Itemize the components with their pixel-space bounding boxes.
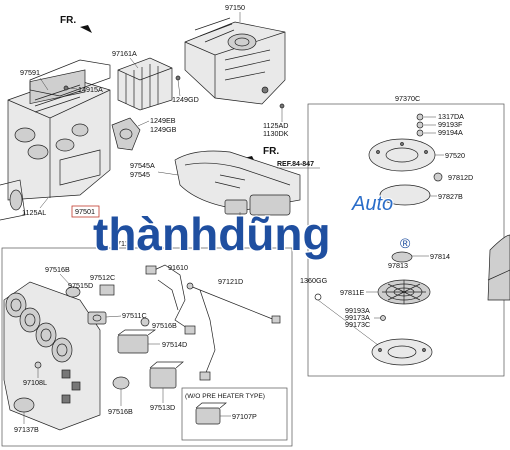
watermark-registered-mark: ® bbox=[400, 235, 411, 251]
partial-part-offscreen bbox=[487, 234, 510, 301]
part-label: 99193F bbox=[438, 120, 463, 129]
part-label: 97161A bbox=[112, 49, 137, 58]
knob-plate bbox=[368, 138, 436, 172]
part-label: 97512C bbox=[90, 273, 115, 282]
screw-set bbox=[416, 113, 424, 137]
resistor-97514D bbox=[117, 329, 157, 354]
part-label: 1249GB bbox=[150, 125, 177, 134]
part-label: 97545A bbox=[130, 161, 155, 170]
part-label: 97513D bbox=[150, 403, 175, 412]
part-label: 97545 bbox=[130, 170, 150, 179]
part-label: 97591 bbox=[20, 68, 40, 77]
blower-motor-assembly bbox=[184, 12, 286, 105]
part-label: 97813 bbox=[388, 261, 408, 270]
gasket-part bbox=[379, 184, 431, 206]
part-label: 97811E bbox=[340, 288, 364, 297]
part-label: 1249EB bbox=[150, 116, 176, 125]
actuator-cap bbox=[65, 286, 81, 298]
part-label: 97516B bbox=[152, 321, 177, 330]
part-label: 97515D bbox=[68, 281, 93, 290]
gear-part bbox=[377, 279, 431, 305]
part-label: 97107P bbox=[232, 412, 257, 421]
part-label: 14915A bbox=[78, 85, 103, 94]
part-label: 1360GG bbox=[300, 276, 328, 285]
part-label: 97108L bbox=[23, 378, 47, 387]
reference-label: REF.84-847 bbox=[277, 161, 314, 168]
part-label: 1125AD bbox=[263, 121, 288, 130]
knob-part bbox=[13, 397, 35, 413]
part-label: 1249GD bbox=[172, 95, 199, 104]
lamp-part bbox=[391, 251, 413, 263]
variant-box-title: (W/O PRE HEATER TYPE) bbox=[185, 393, 265, 400]
variant-box bbox=[181, 387, 288, 441]
wiring-harness-91610 bbox=[145, 264, 216, 381]
highlight-box bbox=[71, 205, 100, 218]
base-mount bbox=[371, 338, 433, 366]
fr-arrow-icon bbox=[80, 25, 92, 33]
part-label: 1130DK bbox=[263, 129, 289, 138]
bracket-part bbox=[111, 117, 141, 151]
defroster-duct bbox=[174, 150, 301, 216]
part-label: 9711 bbox=[113, 239, 128, 248]
heater-unit-case bbox=[0, 59, 111, 221]
part-label: 97121D bbox=[218, 277, 243, 286]
fr-label-mid: FR. bbox=[263, 146, 279, 157]
part-label: 97150 bbox=[225, 3, 245, 12]
part-label: 99193A bbox=[345, 306, 370, 315]
part-label: 97514D bbox=[162, 340, 187, 349]
part-label: 97370C bbox=[395, 94, 420, 103]
duct-filter-part bbox=[117, 57, 173, 111]
watermark-suffix: Auto bbox=[351, 193, 393, 215]
watermark-logo: thànhdũng Auto ® bbox=[92, 192, 411, 261]
part-label: 99173A bbox=[345, 313, 370, 322]
part-label: 97137B bbox=[14, 425, 39, 434]
control-panel-box bbox=[1, 247, 293, 447]
part-label: 97516B bbox=[45, 265, 70, 274]
front-direction-mark-top: FR. bbox=[60, 15, 92, 33]
cable-97121D bbox=[186, 282, 281, 324]
switch-part bbox=[99, 284, 115, 296]
part-label: 1317DA bbox=[438, 112, 464, 121]
actuator-cap bbox=[112, 376, 130, 390]
blower-switch bbox=[87, 311, 107, 325]
fr-label-top: FR. bbox=[60, 15, 76, 26]
part-label: 97511C bbox=[122, 311, 147, 320]
part-label: 97827B bbox=[438, 192, 463, 201]
part-label: 99194A bbox=[438, 128, 463, 137]
part-label: 99173C bbox=[345, 320, 370, 329]
watermark-brand: thànhdũng bbox=[93, 208, 331, 260]
relay-97107P bbox=[195, 402, 227, 425]
control-panel-body bbox=[3, 281, 101, 431]
part-label: 97520 bbox=[445, 151, 465, 160]
part-label: 97812D bbox=[448, 173, 473, 182]
part-label: 97814 bbox=[430, 252, 450, 261]
part-label: 91610 bbox=[168, 263, 188, 272]
part-label: 1125AL bbox=[22, 208, 46, 217]
highlighted-part-label: 97501 bbox=[75, 207, 95, 216]
part-label: 97516B bbox=[108, 407, 133, 416]
module-97513D bbox=[149, 361, 184, 389]
fastener bbox=[433, 172, 443, 182]
